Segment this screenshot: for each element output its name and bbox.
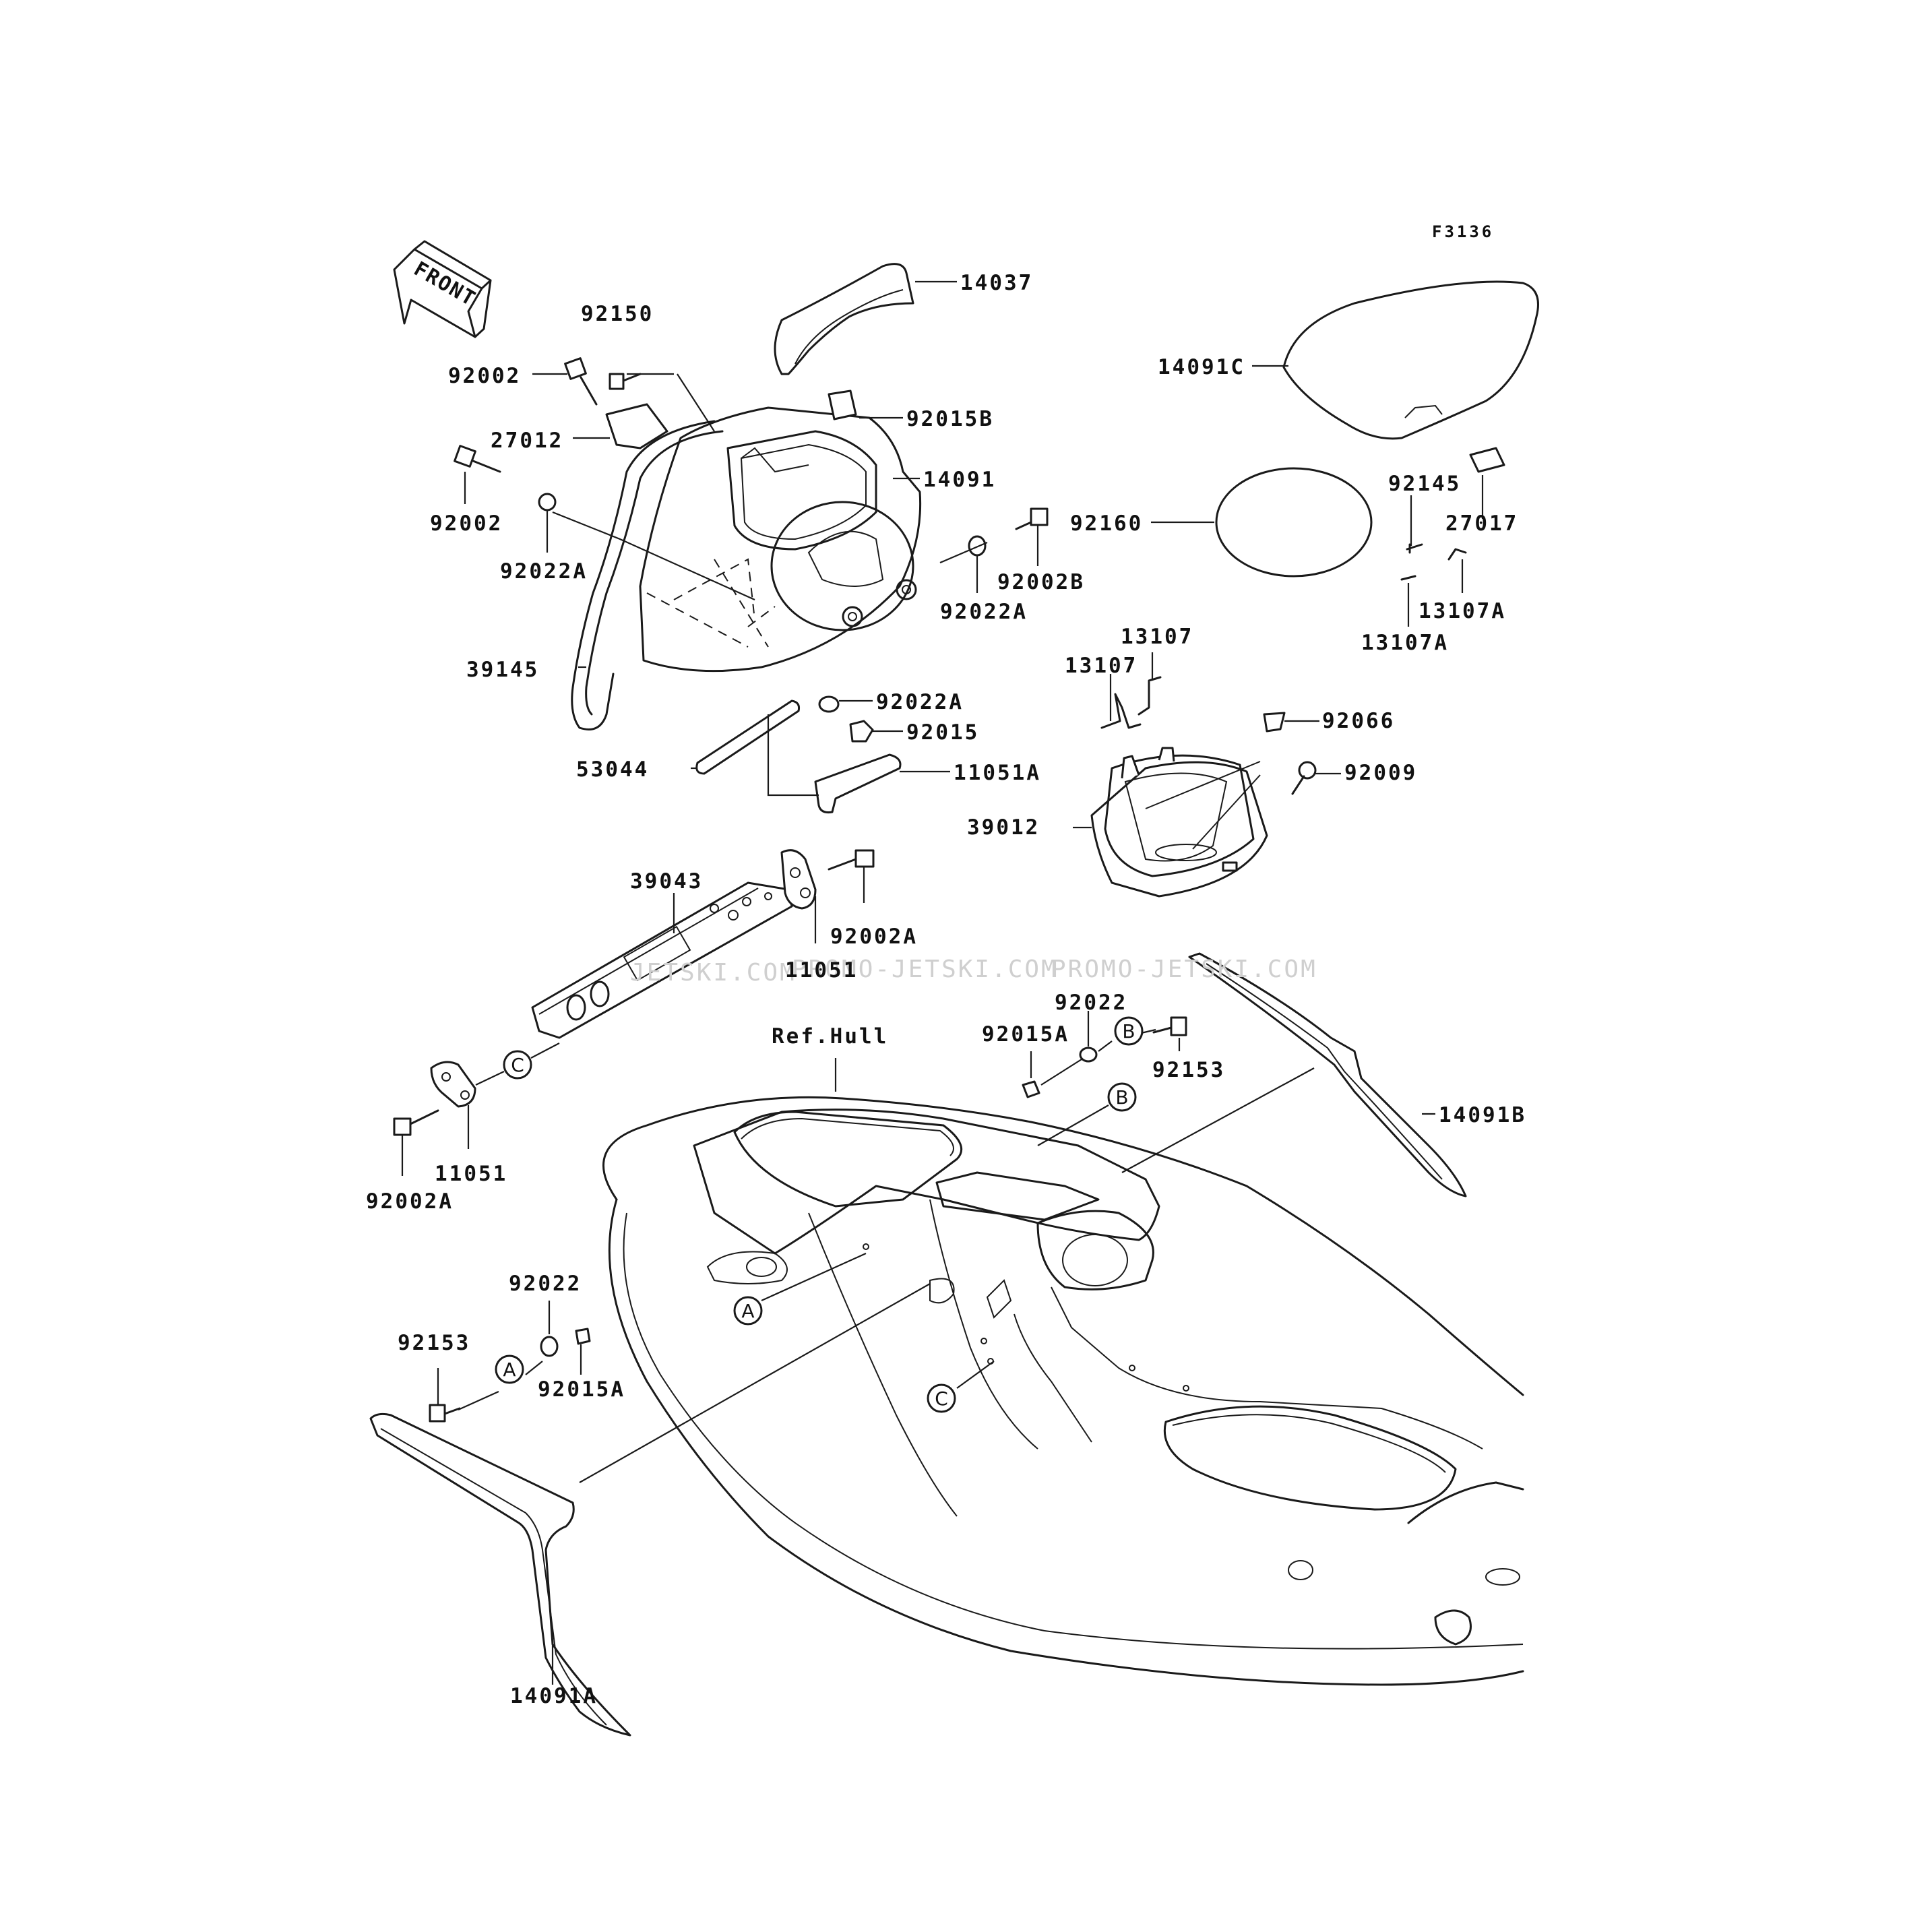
part-14037-visor	[774, 263, 914, 375]
washer-92022-bottom	[540, 1336, 559, 1357]
bolt-92150	[609, 373, 642, 390]
label-39043: 39043	[630, 869, 703, 894]
bolt-92002a-bottom	[393, 1109, 439, 1136]
connector-b-lower: B	[1107, 1082, 1137, 1112]
label-14091: 14091	[923, 468, 996, 492]
watermark-right: PROMO-JETSKI.COM	[1051, 956, 1317, 983]
figure-code: F3136	[1432, 222, 1494, 241]
part-39012-box	[1090, 747, 1268, 898]
washer-92022-top	[1079, 1047, 1098, 1063]
part-92015b-clip	[828, 389, 857, 420]
connector-a-upper: A	[733, 1296, 763, 1326]
connector-b-upper: B	[1114, 1016, 1144, 1046]
part-13107a-clip-left	[1400, 575, 1416, 581]
part-11051-plate-top	[780, 849, 817, 910]
bolt-92153-top	[1152, 1016, 1187, 1036]
label-92160: 92160	[1070, 511, 1143, 536]
front-arrow-icon: FRONT	[393, 240, 492, 338]
hull-reference	[602, 1096, 1524, 1686]
label-92145: 92145	[1388, 472, 1461, 496]
bolt-92153-bottom	[429, 1404, 461, 1423]
svg-text:C: C	[935, 1388, 948, 1410]
label-92066: 92066	[1322, 709, 1395, 733]
part-92160-pad	[1215, 467, 1373, 578]
label-27012: 27012	[491, 429, 563, 453]
label-92022-top: 92022	[1055, 991, 1127, 1015]
svg-text:A: A	[503, 1359, 516, 1381]
label-13107-b: 13107	[1065, 654, 1138, 678]
part-39145-seal	[571, 420, 716, 730]
label-13107a-left: 13107A	[1361, 631, 1449, 655]
label-92022-bottom: 92022	[509, 1272, 582, 1296]
label-92022a-left: 92022A	[500, 559, 588, 584]
label-92022a-low: 92022A	[876, 690, 964, 714]
screw-92009	[1291, 761, 1317, 795]
part-14091-cover	[639, 406, 922, 673]
part-14091a-trim	[369, 1412, 631, 1737]
part-92145-clip	[1406, 543, 1423, 554]
part-39043-panel	[531, 881, 793, 1039]
part-27012-bracket	[605, 403, 668, 449]
part-27017-tag	[1469, 447, 1505, 473]
label-11051-top: 11051	[785, 958, 858, 983]
watermark-left: JETSKI.COM	[630, 959, 797, 987]
svg-text:B: B	[1115, 1086, 1128, 1109]
watermark-mid: PROMO-JETSKI.COM	[792, 956, 1058, 983]
label-14091b: 14091B	[1439, 1103, 1526, 1127]
label-39012: 39012	[967, 815, 1040, 840]
washer-92022a-low	[818, 695, 840, 713]
label-53044: 53044	[576, 757, 649, 782]
label-92015a-top: 92015A	[982, 1022, 1069, 1047]
label-92015b: 92015B	[906, 407, 994, 431]
connector-c-lower: C	[927, 1383, 956, 1413]
label-92153-top: 92153	[1152, 1058, 1225, 1082]
label-92002-mid: 92002	[430, 511, 503, 536]
svg-text:A: A	[741, 1300, 754, 1322]
bolt-92002-mid	[454, 445, 501, 473]
label-11051-bottom: 11051	[435, 1162, 507, 1186]
label-14091c: 14091C	[1158, 355, 1245, 379]
part-14091c-pad	[1282, 280, 1539, 440]
label-92002b: 92002B	[997, 570, 1085, 594]
label-39145: 39145	[466, 658, 539, 682]
connector-a-lower: A	[495, 1354, 524, 1384]
part-13107a-clip-right	[1447, 548, 1467, 561]
label-92002a-top: 92002A	[830, 925, 918, 949]
bolt-92002b	[1015, 507, 1049, 530]
part-13107-springs	[1100, 676, 1162, 729]
label-92015: 92015	[906, 720, 979, 745]
part-53044-tube	[695, 699, 800, 775]
label-92002-top: 92002	[448, 364, 521, 388]
label-14037: 14037	[960, 271, 1033, 295]
label-13107-a: 13107	[1121, 625, 1193, 649]
bolt-92002a-top	[828, 849, 875, 871]
part-92066-grommet	[1263, 712, 1286, 733]
svg-text:C: C	[511, 1054, 524, 1076]
part-14091b-trim	[1188, 952, 1467, 1197]
label-13107a-right: 13107A	[1419, 599, 1506, 623]
label-92002a-bottom: 92002A	[366, 1189, 454, 1214]
label-92153-bottom: 92153	[398, 1331, 470, 1355]
washer-92022a-left	[538, 493, 557, 511]
nut-92015	[849, 720, 874, 743]
label-92022a-right: 92022A	[940, 600, 1028, 624]
label-14091a: 14091A	[510, 1684, 598, 1708]
label-92150: 92150	[581, 302, 654, 326]
svg-text:B: B	[1122, 1020, 1135, 1042]
label-27017: 27017	[1445, 511, 1518, 536]
label-92009: 92009	[1344, 761, 1417, 785]
nut-92015a-top	[1022, 1080, 1040, 1098]
bolt-92002-top	[564, 357, 598, 406]
part-11051-plate-bottom	[430, 1061, 476, 1108]
part-11051a-plate	[814, 753, 902, 813]
label-92015a-bottom: 92015A	[538, 1377, 625, 1402]
label-ref-hull: Ref.Hull	[772, 1024, 888, 1049]
label-11051a: 11051A	[954, 761, 1041, 785]
connector-c-upper: C	[503, 1050, 532, 1080]
washer-92022a-right	[968, 535, 987, 557]
nut-92015a-bottom	[575, 1328, 591, 1345]
